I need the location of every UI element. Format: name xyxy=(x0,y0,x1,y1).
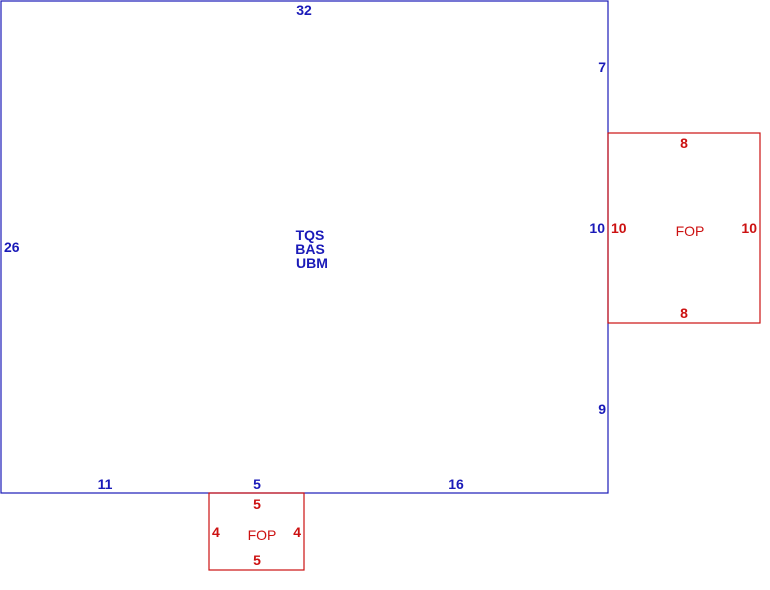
bottom-fop-dim-bottom: 5 xyxy=(253,552,261,568)
bottom-fop-dim-right: 4 xyxy=(293,524,301,540)
main-dim-right-middle: 10 xyxy=(589,220,605,236)
bottom-fop-dim-top: 5 xyxy=(253,496,261,512)
center-label-tqs: TQS xyxy=(296,227,325,243)
main-dim-bottom-right: 16 xyxy=(448,476,464,492)
right-fop-dim-left: 10 xyxy=(611,220,627,236)
right-fop-name: FOP xyxy=(676,223,705,239)
center-label-bas: BAS xyxy=(295,241,325,257)
bottom-fop-dim-left: 4 xyxy=(212,524,220,540)
main-dim-top: 32 xyxy=(296,2,312,18)
main-dim-left: 26 xyxy=(4,239,20,255)
bottom-fop-name: FOP xyxy=(248,527,277,543)
right-fop-dim-top: 8 xyxy=(680,135,688,151)
main-dim-right-lower: 9 xyxy=(598,401,606,417)
right-fop-outline xyxy=(607,132,761,324)
center-label-ubm: UBM xyxy=(296,255,328,271)
right-fop-dim-bottom: 8 xyxy=(680,305,688,321)
main-dim-bottom-middle: 5 xyxy=(253,476,261,492)
main-dim-right-upper: 7 xyxy=(598,59,606,75)
right-fop-dim-right: 10 xyxy=(741,220,757,236)
main-dim-bottom-left: 11 xyxy=(98,476,113,492)
bottom-fop-outline xyxy=(208,492,305,571)
